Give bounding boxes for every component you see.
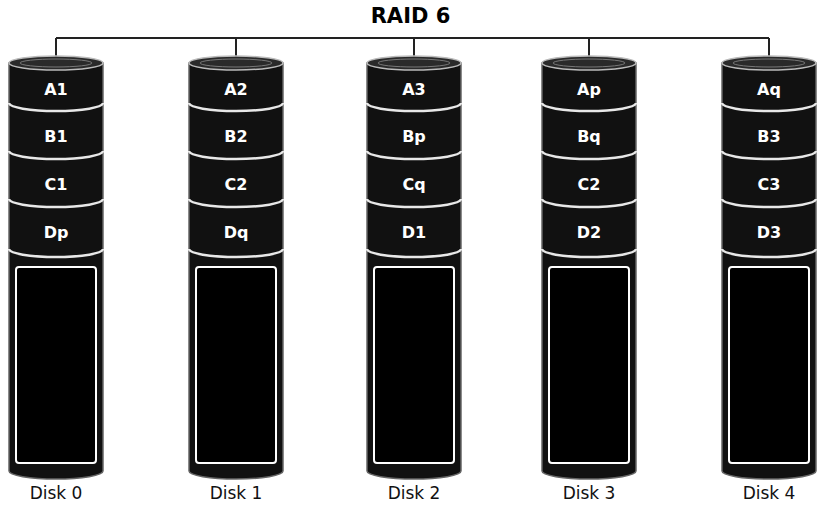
cylinder-outline [8, 55, 104, 482]
data-block: D3 [725, 211, 813, 253]
block-label: C3 [758, 175, 781, 194]
data-block: D2 [545, 211, 633, 253]
cylinder-outline [541, 55, 637, 482]
block-label: B2 [224, 127, 247, 146]
data-block: Ap [545, 69, 633, 109]
block-label: C2 [225, 175, 248, 194]
disk-cylinder: Disk 4AqB3C3D3 [721, 55, 817, 505]
block-label: C1 [45, 175, 68, 194]
block-label: Aq [757, 80, 781, 99]
data-block: A3 [370, 69, 458, 109]
block-label: Bp [402, 127, 426, 146]
cylinder-outline [721, 55, 817, 482]
block-label: B1 [44, 127, 67, 146]
data-block: C2 [545, 163, 633, 205]
block-label: Dq [224, 223, 249, 242]
block-label: Dp [44, 223, 69, 242]
cylinder-outline [366, 55, 462, 482]
block-label: Bq [577, 127, 601, 146]
data-block: D1 [370, 211, 458, 253]
block-label: Ap [577, 80, 601, 99]
block-label: C2 [578, 175, 601, 194]
block-label: A1 [44, 80, 68, 99]
diagram-title: RAID 6 [0, 4, 821, 28]
data-block: C3 [725, 163, 813, 205]
data-block: B1 [12, 115, 100, 157]
disk-cylinder: Disk 3ApBqC2D2 [541, 55, 637, 505]
block-label: A3 [402, 80, 426, 99]
block-label: B3 [757, 127, 780, 146]
disk-label: Disk 4 [701, 483, 821, 503]
block-label: Cq [402, 175, 425, 194]
data-block: Aq [725, 69, 813, 109]
disk-cylinder: Disk 0A1B1C1Dp [8, 55, 104, 505]
data-block: C1 [12, 163, 100, 205]
disk-cylinder: Disk 2A3BpCqD1 [366, 55, 462, 505]
disk-label: Disk 3 [521, 483, 657, 503]
data-block: Bq [545, 115, 633, 157]
block-label: D3 [757, 223, 781, 242]
cylinder-outline [188, 55, 284, 482]
disk-cylinder: Disk 1A2B2C2Dq [188, 55, 284, 505]
data-block: A2 [192, 69, 280, 109]
block-label: D2 [577, 223, 601, 242]
data-block: B3 [725, 115, 813, 157]
data-block: Dp [12, 211, 100, 253]
data-block: Dq [192, 211, 280, 253]
data-block: A1 [12, 69, 100, 109]
block-label: D1 [402, 223, 426, 242]
disk-label: Disk 2 [346, 483, 482, 503]
data-block: Cq [370, 163, 458, 205]
disk-label: Disk 1 [168, 483, 304, 503]
data-block: C2 [192, 163, 280, 205]
block-label: A2 [224, 80, 248, 99]
data-block: Bp [370, 115, 458, 157]
disk-label: Disk 0 [0, 483, 124, 503]
data-block: B2 [192, 115, 280, 157]
